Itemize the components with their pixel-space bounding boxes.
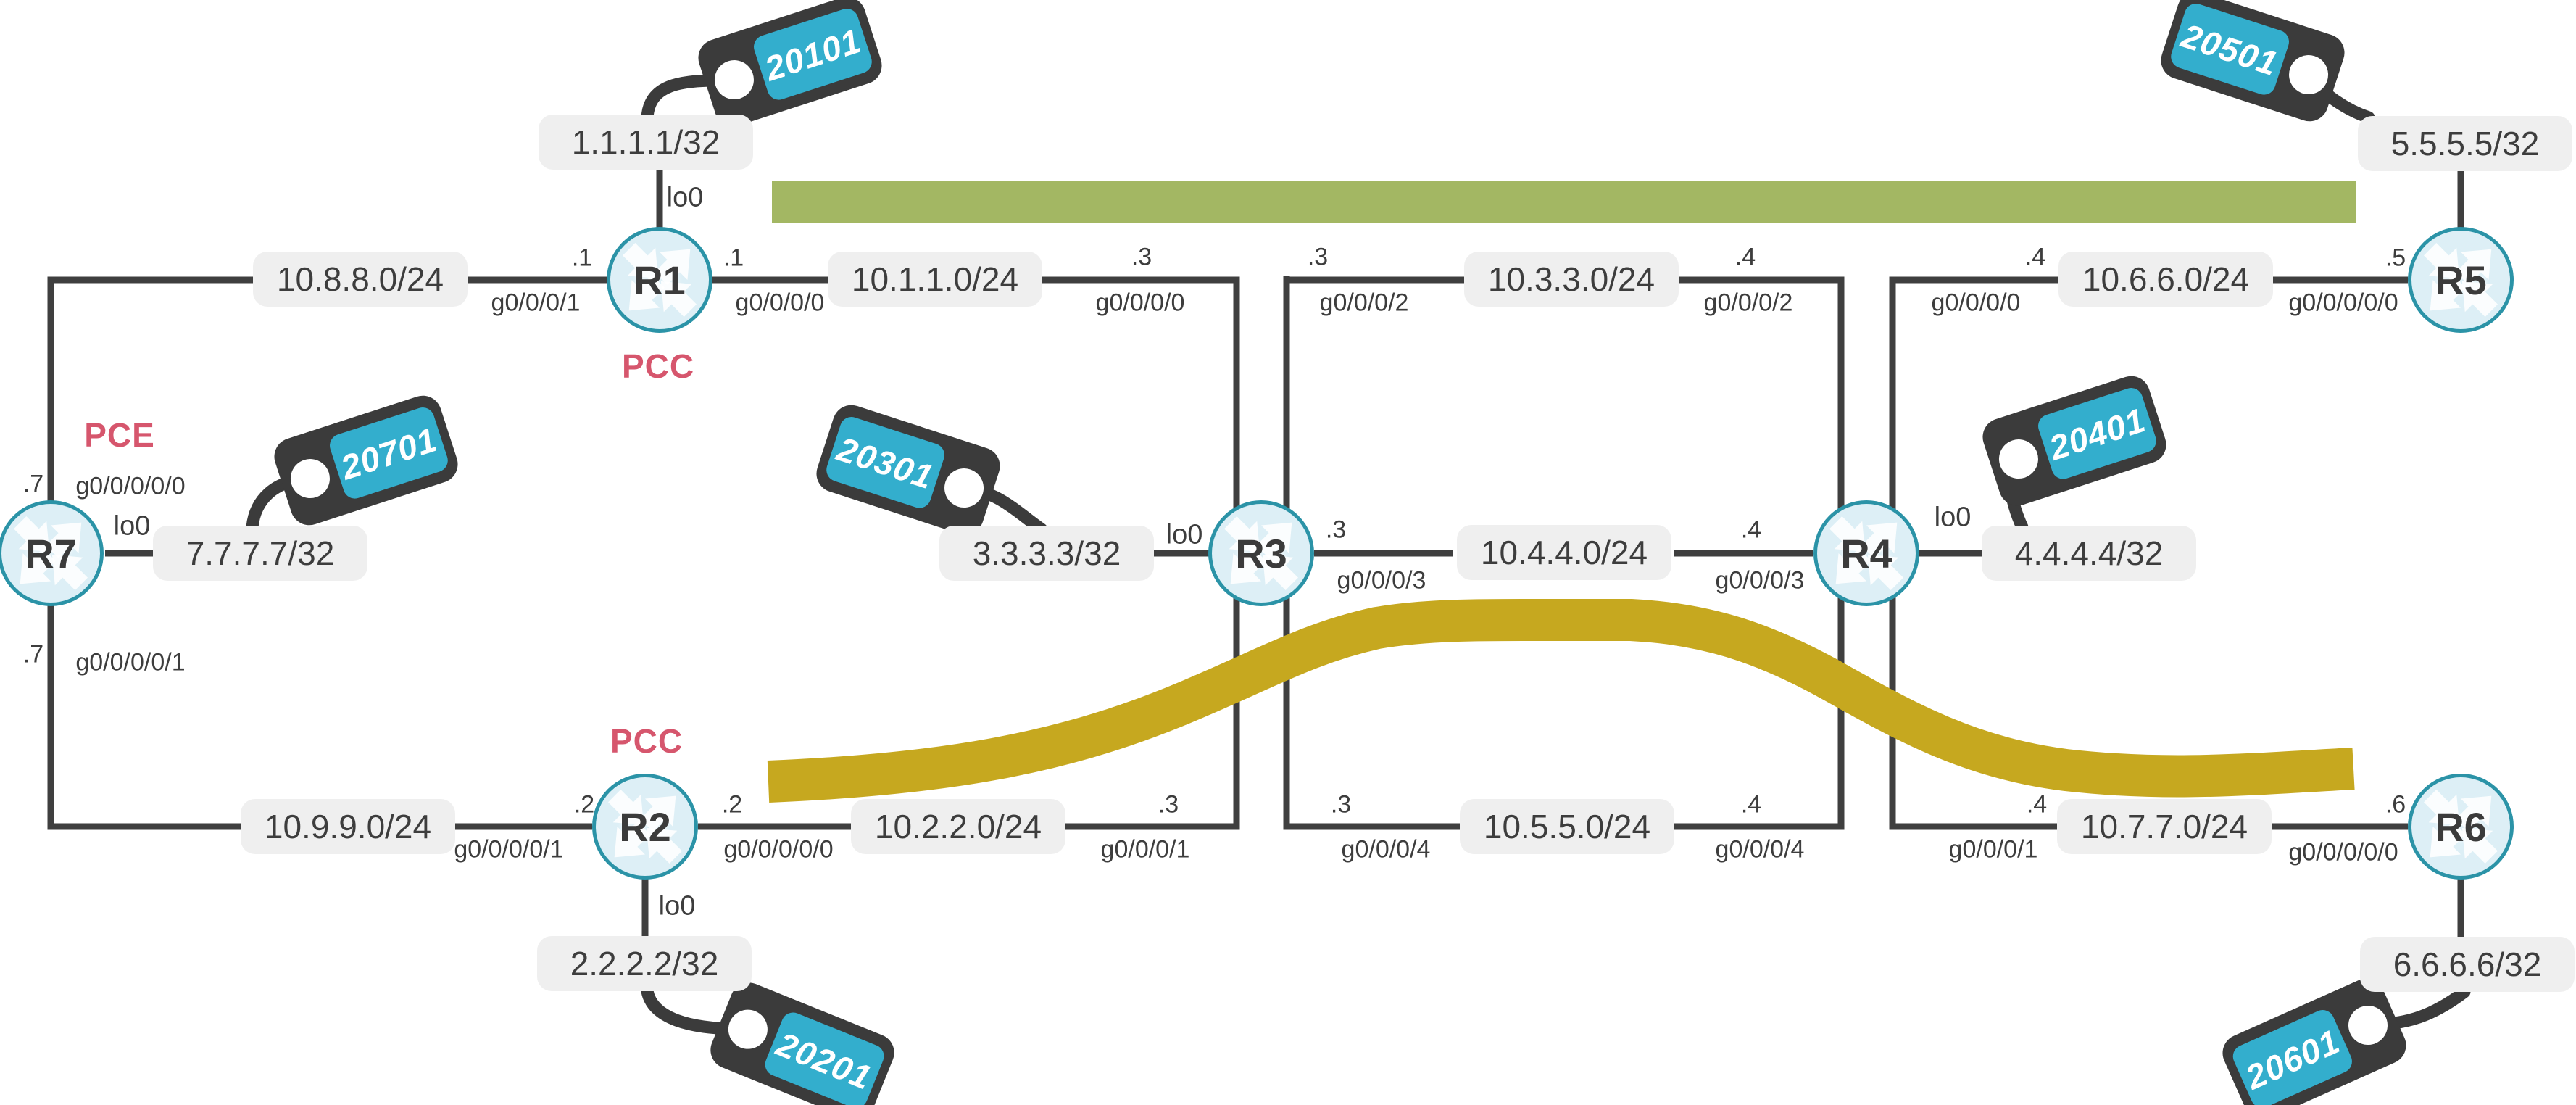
subnet-pill-10-8-8: 10.8.8.0/24 (253, 252, 468, 307)
router-label-r6: R6 (2435, 803, 2487, 850)
if-name-r6: g0/0/0/0/0 (2288, 838, 2398, 866)
if-name-r3-bottom-right: g0/0/0/4 (1341, 835, 1431, 864)
subnet-pill-10-7-7: 10.7.7.0/24 (2057, 799, 2272, 854)
lo0-label-r3: lo0 (1166, 519, 1203, 550)
loopback-pill-r3: 3.3.3.3/32 (939, 526, 1154, 581)
subnet-pill-10-2-2: 10.2.2.0/24 (851, 799, 1065, 854)
if-addr-r7-bottom: .7 (22, 640, 44, 669)
loopback-pill-r6: 6.6.6.6/32 (2360, 937, 2575, 992)
if-addr-r4-bottom-right: .4 (2026, 790, 2048, 819)
if-addr-r5: .5 (2385, 244, 2406, 272)
if-name-r1-right: g0/0/0/0 (735, 289, 825, 317)
if-addr-r1-right: .1 (723, 244, 744, 272)
if-addr-r4-top-left: .4 (1734, 243, 1756, 271)
subnet-pill-10-3-3: 10.3.3.0/24 (1464, 252, 1679, 307)
router-r1: R1 (607, 227, 712, 333)
if-addr-r3-mid: .3 (1325, 516, 1347, 544)
lo0-label-r4: lo0 (1934, 502, 1972, 533)
sr-policy-path-green (772, 181, 2356, 223)
if-name-r3-top-right: g0/0/0/2 (1319, 289, 1409, 317)
router-r6: R6 (2408, 774, 2514, 880)
if-addr-r6: .6 (2385, 790, 2406, 819)
router-r2: R2 (592, 774, 698, 880)
if-name-r2-right: g0/0/0/0/0 (723, 835, 834, 864)
if-addr-r4-mid: .4 (1740, 516, 1762, 544)
sr-policy-path-gold (767, 599, 2355, 803)
router-label-r2: R2 (619, 803, 671, 850)
loopback-pill-r7: 7.7.7.7/32 (153, 526, 367, 581)
if-addr-r4-top-right: .4 (2024, 243, 2046, 271)
if-name-r3-bottom-left: g0/0/0/1 (1100, 835, 1190, 864)
lo0-label-r2: lo0 (658, 890, 696, 922)
router-r4: R4 (1813, 500, 1919, 606)
if-name-r3-top-left: g0/0/0/0 (1095, 289, 1185, 317)
if-addr-r2-right: .2 (721, 790, 743, 819)
subnet-pill-10-9-9: 10.9.9.0/24 (241, 799, 455, 854)
if-name-r4-bottom-right: g0/0/0/1 (1948, 835, 2038, 864)
if-addr-r3-bottom-right: .3 (1330, 790, 1352, 819)
router-r3: R3 (1208, 500, 1314, 606)
if-name-r4-top-right: g0/0/0/0 (1931, 289, 2021, 317)
if-name-r5: g0/0/0/0/0 (2288, 289, 2398, 317)
if-addr-r4-bottom-left: .4 (1740, 790, 1762, 819)
if-addr-r1-left: .1 (571, 244, 593, 272)
loopback-pill-r1: 1.1.1.1/32 (539, 115, 753, 170)
if-addr-r3-top-left: .3 (1131, 243, 1152, 271)
if-name-r1-left: g0/0/0/1 (491, 289, 581, 317)
role-label-r7-pce: PCE (84, 416, 155, 454)
if-name-r7-bottom: g0/0/0/0/1 (75, 648, 186, 676)
if-addr-r7-top: .7 (22, 470, 44, 498)
if-name-r4-mid: g0/0/0/3 (1715, 566, 1805, 595)
role-label-r1-pcc: PCC (621, 347, 695, 385)
router-label-r5: R5 (2435, 257, 2487, 303)
if-name-r4-bottom-left: g0/0/0/4 (1715, 835, 1805, 864)
subnet-pill-10-6-6: 10.6.6.0/24 (2058, 252, 2273, 307)
router-label-r3: R3 (1235, 530, 1287, 576)
lo0-label-r7: lo0 (113, 510, 151, 542)
if-name-r2-left: g0/0/0/0/1 (454, 835, 564, 864)
if-name-r3-mid: g0/0/0/3 (1337, 566, 1426, 595)
router-label-r7: R7 (25, 530, 77, 576)
subnet-pill-10-5-5: 10.5.5.0/24 (1460, 799, 1674, 854)
router-label-r4: R4 (1840, 530, 1892, 576)
loopback-pill-r5: 5.5.5.5/32 (2358, 116, 2572, 171)
if-addr-r3-bottom-left: .3 (1158, 790, 1179, 819)
loopback-pill-r2: 2.2.2.2/32 (537, 936, 752, 991)
router-r7: R7 (0, 500, 104, 606)
router-r5: R5 (2408, 227, 2514, 333)
subnet-pill-10-4-4: 10.4.4.0/24 (1457, 525, 1671, 580)
router-label-r1: R1 (633, 257, 686, 303)
if-name-r4-top-left: g0/0/0/2 (1703, 289, 1793, 317)
if-addr-r2-left: .2 (573, 790, 595, 819)
loopback-pill-r4: 4.4.4.4/32 (1982, 526, 2196, 581)
role-label-r2-pcc: PCC (610, 722, 684, 760)
if-addr-r3-top-right: .3 (1307, 243, 1329, 271)
subnet-pill-10-1-1: 10.1.1.0/24 (828, 252, 1042, 307)
lo0-label-r1: lo0 (666, 182, 704, 213)
if-name-r7-top: g0/0/0/0/0 (75, 472, 186, 500)
